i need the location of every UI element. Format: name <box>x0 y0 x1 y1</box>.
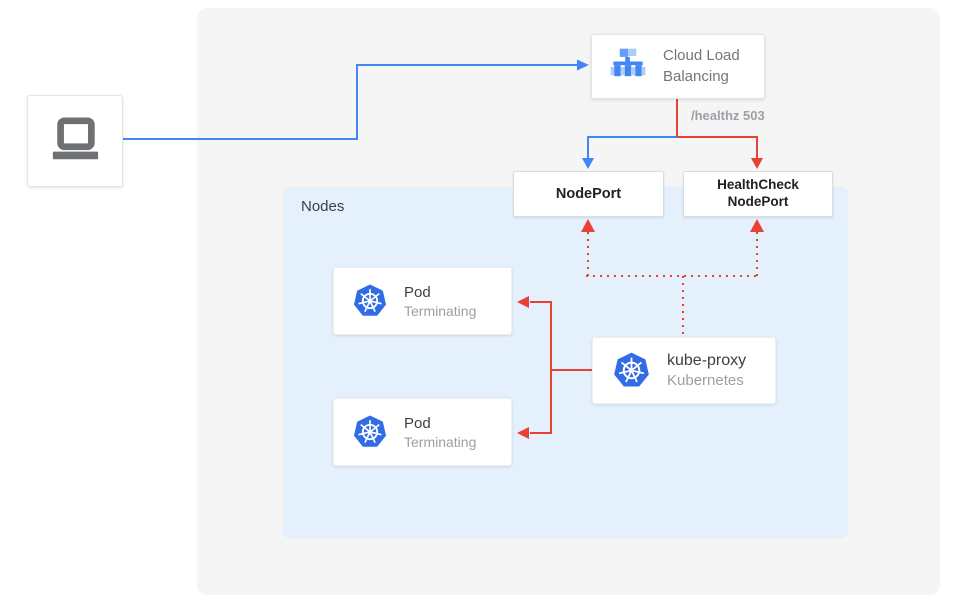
healthcheck-nodeport-label: HealthCheck NodePort <box>717 177 799 209</box>
client-laptop-node <box>27 95 123 187</box>
pod2-status: Terminating <box>404 433 477 450</box>
kube-proxy-title: kube-proxy <box>667 352 747 369</box>
kubernetes-icon <box>614 352 649 386</box>
healthz-503-annotation: /healthz 503 <box>691 108 765 123</box>
laptop-icon <box>52 117 99 160</box>
pod-node-1: Pod Terminating <box>333 267 512 335</box>
cloud-load-balancing-icon <box>610 48 646 76</box>
nodeport-label: NodePort <box>555 186 622 202</box>
nodes-panel-label: Nodes <box>301 198 345 215</box>
pod2-title: Pod <box>404 414 431 432</box>
healthcheck-nodeport-node: HealthCheck NodePort <box>683 171 833 217</box>
kubernetes-icon <box>353 415 387 447</box>
nodeport-node: NodePort <box>513 171 664 217</box>
kubernetes-icon <box>353 284 387 316</box>
cloud-load-balancing-node: Cloud Load Balancing <box>591 34 765 99</box>
pod1-status: Terminating <box>404 302 477 319</box>
kube-proxy-subtitle: Kubernetes <box>667 372 744 389</box>
cloud-load-balancing-label: Cloud Load Balancing <box>663 47 740 85</box>
kube-proxy-node: kube-proxy Kubernetes <box>592 337 776 404</box>
pod1-title: Pod <box>404 283 431 301</box>
pod-node-2: Pod Terminating <box>333 398 512 466</box>
